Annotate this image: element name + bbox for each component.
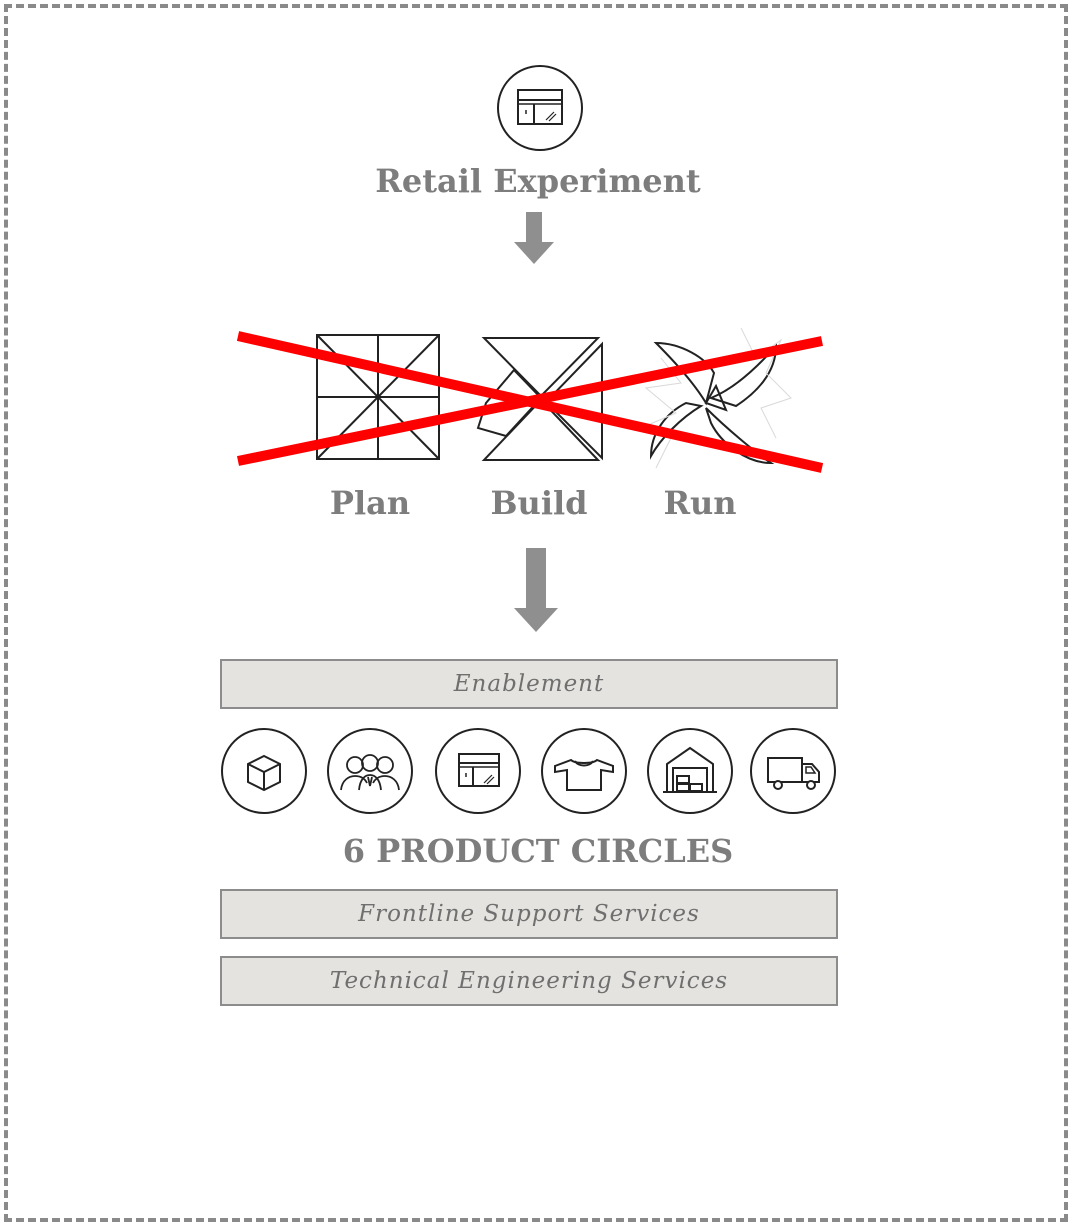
dashed-frame <box>4 4 1068 1222</box>
enablement-band: Enablement <box>220 659 838 709</box>
down-arrow-icon <box>512 212 556 266</box>
cube-icon <box>221 728 307 814</box>
phase-label-run: Run <box>663 484 737 522</box>
diagram-title: Retail Experiment <box>375 162 701 200</box>
storefront-icon <box>496 64 584 152</box>
phase-icons <box>236 318 826 478</box>
technical-engineering-band: Technical Engineering Services <box>220 956 838 1006</box>
people-group-icon <box>327 728 413 814</box>
frontline-support-band: Frontline Support Services <box>220 889 838 939</box>
storefront-icon <box>435 728 521 814</box>
down-arrow-icon <box>514 548 558 634</box>
shirt-icon <box>541 728 627 814</box>
phase-label-build: Build <box>490 484 588 522</box>
product-circles-heading: 6 PRODUCT CIRCLES <box>342 832 734 870</box>
warehouse-icon <box>647 728 733 814</box>
phase-label-plan: Plan <box>329 484 411 522</box>
delivery-truck-icon <box>750 728 836 814</box>
